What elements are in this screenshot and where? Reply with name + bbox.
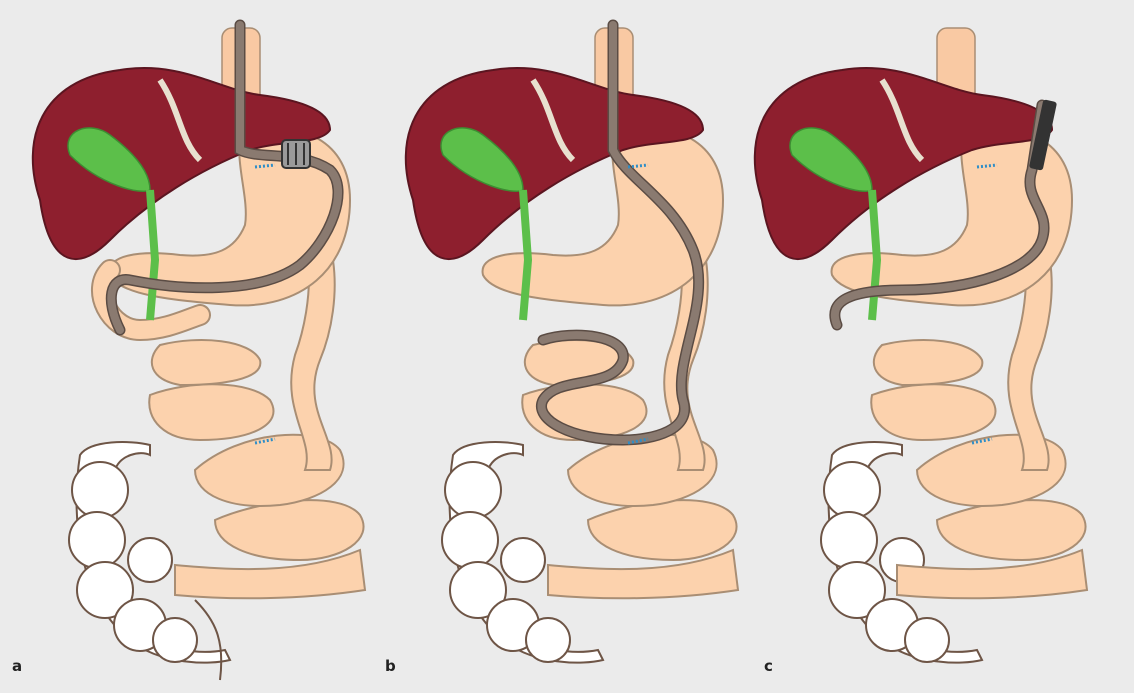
panel-c-illustration <box>752 0 1120 693</box>
panel-a: a <box>0 0 368 693</box>
panel-label: b <box>385 657 396 675</box>
bile-duct-icon <box>872 190 877 320</box>
panel-c: c <box>752 0 1120 693</box>
panel-label: c <box>764 657 773 675</box>
panel-label: a <box>12 657 22 675</box>
colon-haustra <box>442 462 570 662</box>
panel-a-illustration <box>0 0 368 693</box>
bile-duct-icon <box>523 190 528 320</box>
panel-b-illustration <box>373 0 741 693</box>
bile-duct-icon <box>150 190 155 320</box>
panel-b: b <box>373 0 741 693</box>
